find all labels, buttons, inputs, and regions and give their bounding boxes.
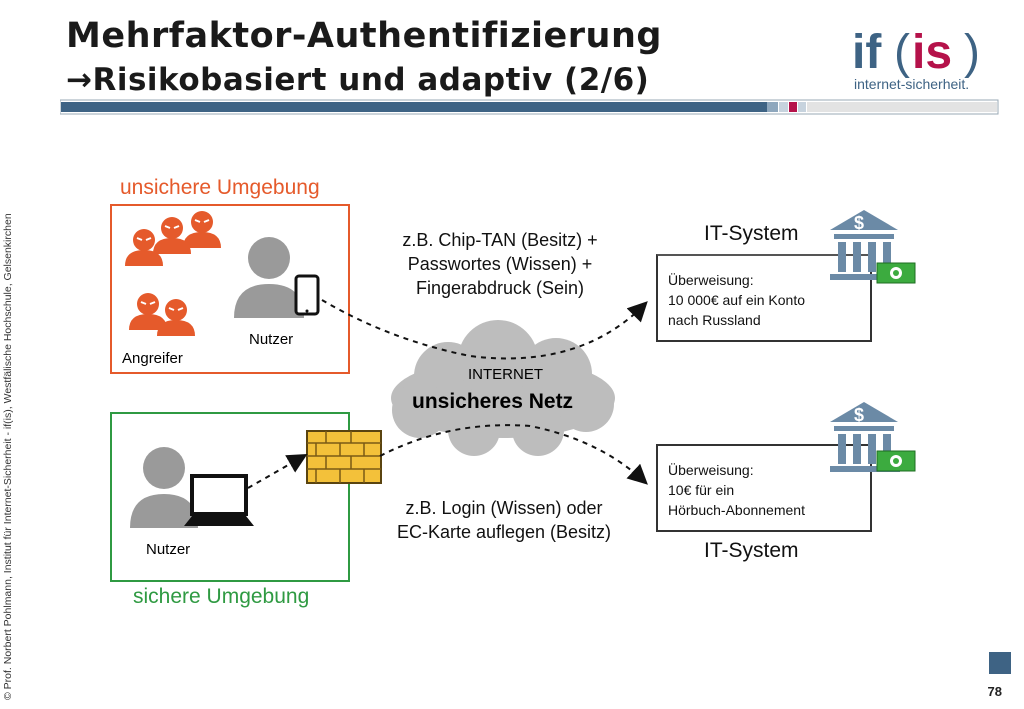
person-icon [234,237,304,318]
page-marker [989,652,1011,674]
it-system-bottom-label: IT-System [704,539,799,562]
bank-icon: $ [830,210,900,280]
unsafe-environment-box [110,204,350,374]
top-note-line: z.B. Chip-TAN (Besitz) + [402,230,598,250]
person-icon [130,447,198,528]
it-system-top-box [656,254,872,342]
transfer-top-text: Überweisung: 10 000€ auf ein Konto nach … [668,270,805,330]
svg-text:): ) [964,26,980,79]
cloud-icon [391,320,615,456]
safe-environment-label: sichere Umgebung [133,585,310,608]
logo-if: if [852,26,882,79]
ifis-logo: if ( is ) internet-sicherheit. [852,14,1002,94]
header-bar [60,99,999,115]
transfer-bottom-text: Überweisung: 10€ für ein Hörbuch-Abonnem… [668,460,805,520]
transfer-top-line: 10 000€ auf ein Konto [668,292,806,308]
arrow-top [321,299,648,360]
top-note: z.B. Chip-TAN (Besitz) + Passwortes (Wis… [370,228,630,300]
it-system-bottom-box [656,444,872,532]
transfer-top-line: Überweisung: [668,272,754,288]
user-top-label: Nutzer [249,331,294,348]
laptop-icon [184,474,254,526]
slide-title: Mehrfaktor-Authentifizierung [66,16,662,56]
cloud-small-label: INTERNET [468,366,543,383]
page-number: 78 [987,684,1002,699]
slide-subtitle: →Risikobasiert und adaptiv (2/6) [66,62,649,98]
safe-environment-box [110,412,350,582]
attacker-label: Angreifer [122,350,183,367]
cloud-big-label: unsicheres Netz [412,390,574,413]
bottom-note-line: z.B. Login (Wissen) oder [405,498,603,518]
it-system-top-label: IT-System [704,222,799,245]
bank-icon: $ [830,402,900,472]
bank-symbol: $ [854,213,864,233]
bottom-note-line: EC-Karte auflegen (Besitz) [396,522,612,542]
logo-is: is [912,26,952,79]
money-icon [876,262,916,284]
user-bottom-label: Nutzer [146,541,191,558]
arrow-firewall [247,454,308,489]
money-icon [876,450,916,472]
bank-symbol: $ [854,405,864,425]
unsafe-environment-label: unsichere Umgebung [120,176,320,199]
transfer-top-line: nach Russland [668,312,761,328]
transfer-bottom-line: Überweisung: [668,462,754,478]
svg-text:(: ( [894,26,910,79]
firewall-icon [306,430,382,484]
arrow-right-icon: → [66,62,93,98]
bottom-note: z.B. Login (Wissen) oder EC-Karte aufleg… [370,496,638,544]
top-note-line: Passwortes (Wissen) + [407,254,593,274]
logo-tagline: internet-sicherheit. [854,76,969,92]
top-note-line: Fingerabdruck (Sein) [415,278,585,298]
transfer-bottom-line: 10€ für ein [668,482,735,498]
transfer-bottom-line: Hörbuch-Abonnement [668,502,805,518]
subtitle-text: Risikobasiert und adaptiv (2/6) [92,62,650,98]
smartphone-icon [294,274,320,316]
arrow-bottom [379,424,648,485]
